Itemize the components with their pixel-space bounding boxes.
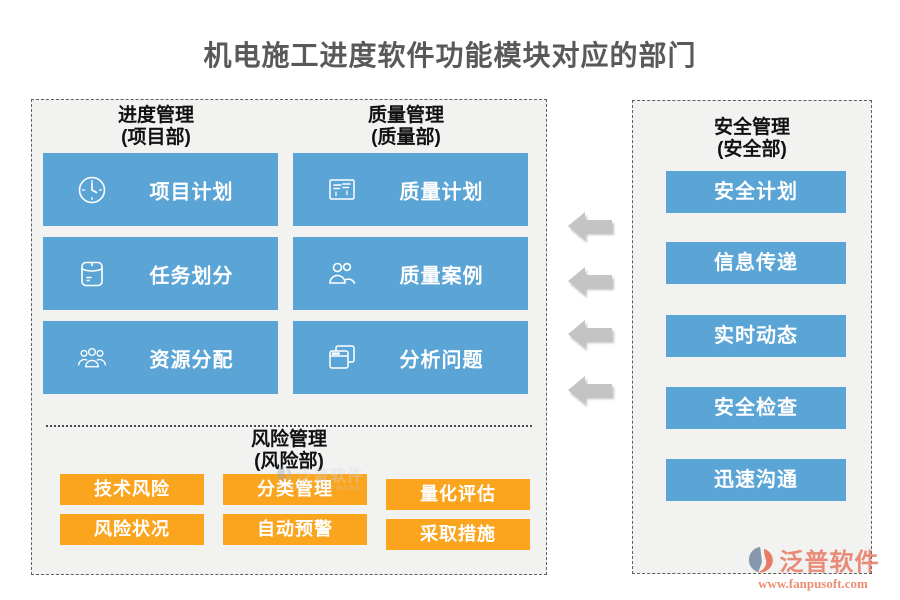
section-subtitle: (风险部): [254, 451, 324, 472]
module-box-quality-plan: 质量计划: [293, 153, 528, 226]
watermark-logo: 泛普软件 FANPU SOFTWARE: [276, 462, 364, 492]
risk-box-classification: 分类管理: [223, 474, 367, 505]
arrow-left-icon: [568, 375, 612, 405]
module-label: 质量计划: [399, 181, 484, 203]
section-subtitle: (项目部): [121, 127, 191, 148]
section-subtitle: (质量部): [371, 127, 441, 148]
section-title: 质量管理: [367, 105, 444, 126]
module-box-quality-case: 质量案例: [293, 237, 528, 310]
safety-box-info-transfer: 信息传递: [666, 242, 846, 284]
clock-icon: [76, 174, 108, 206]
brand-name: 泛普软件: [779, 549, 880, 576]
arrow-left-icon: [568, 266, 612, 296]
arrow-left-icon: [568, 319, 612, 349]
risk-box-auto-warning: 自动预警: [223, 514, 367, 545]
section-title: 风险管理: [250, 429, 327, 450]
module-label: 项目计划: [149, 181, 234, 203]
left-panel: 进度管理 (项目部) 质量管理 (质量部) 项目计划: [31, 99, 547, 575]
windows-icon: [326, 342, 358, 374]
module-label: 资源分配: [149, 349, 234, 371]
risk-box-take-measures: 采取措施: [386, 519, 530, 550]
people-icon: [326, 258, 358, 290]
module-box-problem-analysis: 分析问题: [293, 321, 528, 394]
checklist-icon: [326, 174, 358, 206]
risk-box-technical-risk: 技术风险: [60, 474, 204, 505]
team-icon: [76, 342, 108, 374]
arrow-left-icon: [568, 211, 612, 241]
module-box-project-plan: 项目计划: [43, 153, 278, 226]
safety-box-realtime-status: 实时动态: [666, 315, 846, 357]
fanpu-logo-icon: [276, 465, 294, 483]
risk-box-risk-status: 风险状况: [60, 514, 204, 545]
module-box-task-division: 任务划分: [43, 237, 278, 310]
safety-box-safety-check: 安全检查: [666, 387, 846, 429]
module-label: 任务划分: [149, 265, 234, 287]
section-divider: [46, 425, 532, 427]
page-title: 机电施工进度软件功能模块对应的部门: [203, 40, 697, 71]
section-header-quality: 质量管理 (质量部): [282, 105, 530, 149]
module-label: 质量案例: [399, 265, 484, 287]
brand-logo: 泛普软件 www.fanpusoft.com: [734, 542, 892, 592]
right-panel: 安全管理 (安全部) 安全计划 信息传递 实时动态 安全检查 迅速沟通: [632, 100, 872, 574]
safety-box-safety-plan: 安全计划: [666, 171, 846, 213]
section-header-safety: 安全管理 (安全部): [633, 117, 871, 161]
safety-box-quick-communication: 迅速沟通: [666, 459, 846, 501]
section-title: 进度管理: [117, 105, 194, 126]
section-subtitle: (安全部): [717, 139, 787, 160]
module-box-resource-allocation: 资源分配: [43, 321, 278, 394]
section-header-risk: 风险管理 (风险部): [32, 429, 546, 473]
watermark-subtext: FANPU SOFTWARE: [278, 486, 363, 492]
risk-box-quantitative-eval: 量化评估: [386, 479, 530, 510]
section-title: 安全管理: [713, 117, 790, 138]
section-header-progress: 进度管理 (项目部): [32, 105, 280, 149]
module-label: 分析问题: [399, 349, 484, 371]
envelope-icon: [76, 258, 108, 290]
watermark-name: 泛普软件: [296, 468, 365, 485]
brand-url: www.fanpusoft.com: [758, 576, 868, 591]
fanpu-logo-icon: [747, 545, 777, 575]
